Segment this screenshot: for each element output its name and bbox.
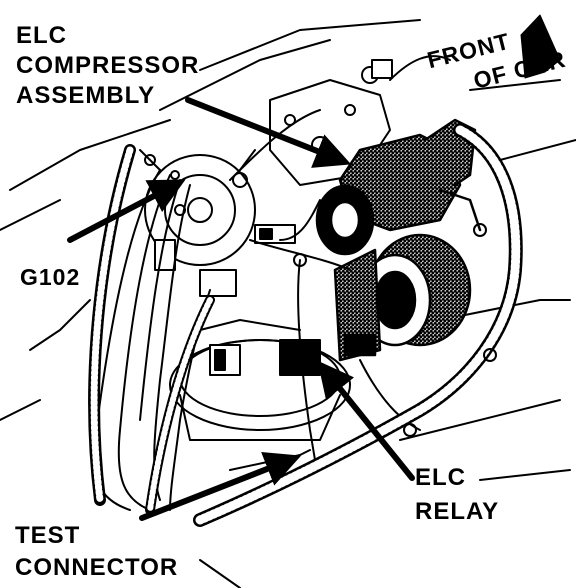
g102-label: G102: [20, 264, 81, 290]
g102-pointer-arrow: [67, 179, 186, 243]
label-line: ASSEMBLY: [16, 82, 156, 109]
label-line: ELC: [16, 22, 67, 49]
relay-pointer-arrow: [317, 360, 415, 481]
elc-relay-label: ELC RELAY: [415, 466, 499, 534]
test-connector-label: TEST CONNECTOR: [15, 524, 178, 588]
compressor-pointer-arrow: [185, 97, 352, 168]
elc-compressor-assembly-label: ELC COMPRESSOR ASSEMBLY: [16, 24, 199, 114]
wire-connectors: [154, 59, 393, 376]
test-connector-pointer-arrow: [139, 451, 302, 521]
label-line: RELAY: [415, 498, 500, 525]
label-line: ELC: [415, 464, 466, 491]
label-line: COMPRESSOR: [16, 52, 200, 79]
elc-compressor: [315, 118, 482, 256]
pointer-arrows: [67, 97, 415, 521]
bolts: [144, 154, 497, 437]
front-direction-arrow: [520, 14, 561, 79]
compressor-motor: [333, 233, 472, 362]
label-line: CONNECTOR: [15, 554, 179, 581]
label-line: TEST: [15, 522, 81, 549]
body-outline: [0, 19, 576, 588]
